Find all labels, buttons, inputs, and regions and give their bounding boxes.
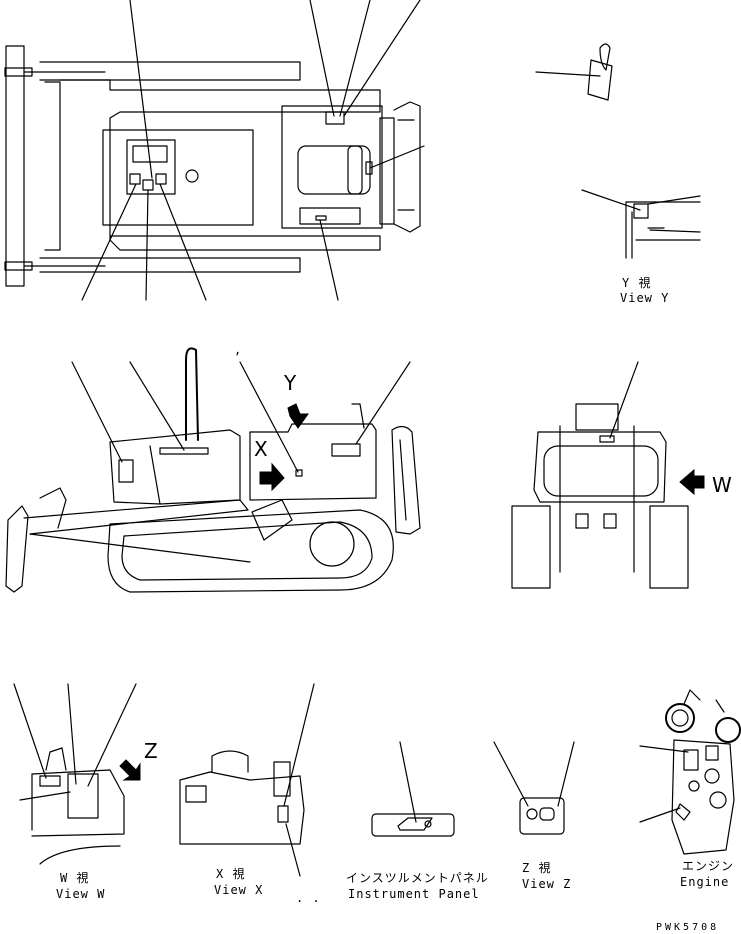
arrow-x-label: X (254, 437, 268, 461)
view-x-label-jp: X 視 (216, 866, 245, 881)
instrument-panel-label-en: Instrument Panel (348, 887, 480, 901)
arrow-y-icon (287, 403, 309, 429)
comma-mark: , (234, 343, 242, 357)
view-y-label-jp: Y 視 (622, 275, 651, 290)
dots-mark: . . (296, 891, 321, 905)
view-w-label-en: View W (56, 887, 105, 901)
top-view (4, 0, 425, 301)
engine-label-en: Engine (680, 875, 729, 889)
blade-top (5, 45, 25, 287)
decal-detail (535, 43, 613, 101)
instrument-panel-label-jp: インスツルメントパネル (346, 871, 489, 885)
arrow-w-label: W (712, 473, 732, 497)
rear-view: W (511, 361, 732, 589)
view-y-drawing: Y 視 View Y (581, 189, 701, 305)
arrow-w-icon (679, 468, 705, 496)
arrow-z-icon (119, 759, 141, 781)
engine-drawing: エンジン Engine (639, 689, 741, 889)
arrow-z-label: Z (144, 739, 158, 763)
view-y-label-en: View Y (620, 291, 669, 305)
view-z-label-en: View Z (522, 877, 571, 891)
view-x-label-en: View X (214, 883, 263, 897)
engine-label-jp: エンジン (682, 859, 734, 873)
arrow-y-label: Y (283, 371, 297, 395)
view-z-drawing: Z 視 View Z (493, 741, 575, 891)
drawing-code: PWK5708 (656, 922, 719, 933)
arrow-x-icon (259, 462, 285, 492)
view-x-drawing: X 視 View X . . (179, 683, 321, 905)
instrument-panel-drawing: インスツルメントパネル Instrument Panel (346, 741, 489, 901)
view-w-label-jp: W 視 (60, 870, 89, 885)
view-z-label-jp: Z 視 (522, 860, 551, 875)
side-view: Y X , (5, 343, 421, 593)
view-w-drawing: Z W 視 View W (13, 683, 158, 901)
